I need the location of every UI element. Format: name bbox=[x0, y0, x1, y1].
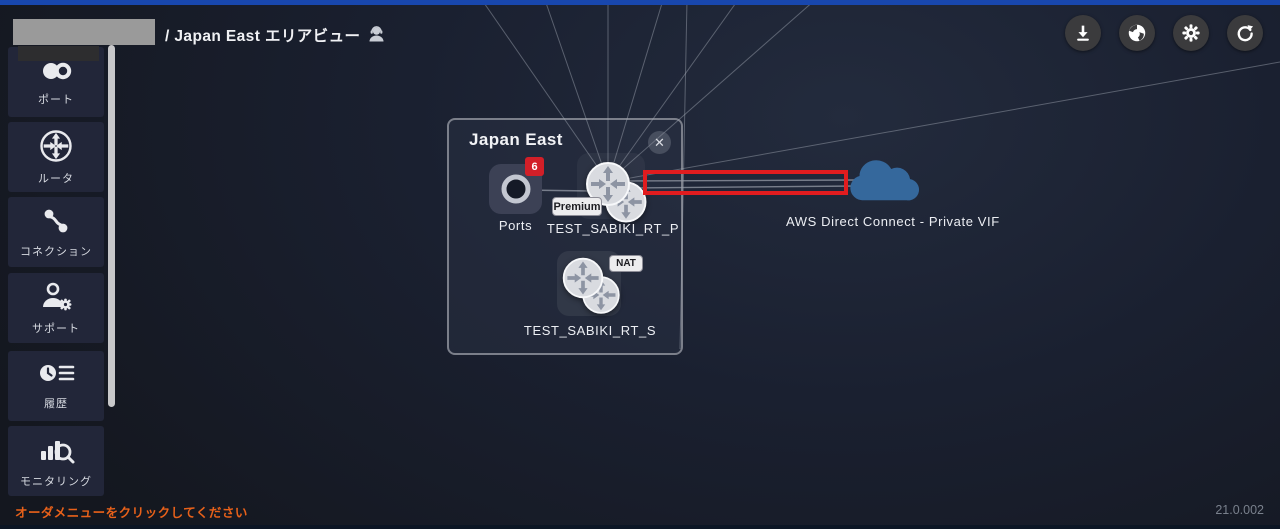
sidebar-item-support[interactable]: サポート bbox=[8, 273, 104, 343]
gear-icon bbox=[1182, 24, 1200, 42]
header-toolbar bbox=[1065, 15, 1263, 51]
sidebar-item-label: ルータ bbox=[38, 172, 74, 185]
version-text: 21.0.002 bbox=[1215, 503, 1264, 517]
breadcrumb: / Japan East エリアビュー bbox=[165, 28, 361, 45]
redacted-tenant-name bbox=[13, 19, 155, 45]
sidebar-item-label: サポート bbox=[32, 322, 80, 335]
order-menu-hint: オーダメニューをクリックしてください bbox=[15, 506, 248, 520]
router-icon bbox=[40, 129, 72, 162]
area-panel-japan-east bbox=[447, 118, 683, 355]
router-secondary-label: TEST_SABIKI_RT_S bbox=[523, 323, 657, 338]
sidebar-item-history[interactable]: 履歴 bbox=[8, 351, 104, 421]
history-icon bbox=[40, 364, 75, 381]
annotation-highlight-rect bbox=[643, 170, 848, 195]
sidebar-item-label: モニタリング bbox=[20, 475, 92, 488]
panel-title: Japan East bbox=[469, 130, 563, 149]
sidebar: ポート ルータ コネクション bbox=[0, 40, 120, 510]
download-icon bbox=[1077, 25, 1089, 41]
globe-button[interactable] bbox=[1119, 15, 1155, 51]
nat-badge: NAT bbox=[609, 255, 643, 272]
monitoring-icon bbox=[41, 440, 75, 463]
sidebar-item-connection[interactable]: コネクション bbox=[8, 197, 104, 267]
aws-cloud-icon[interactable] bbox=[841, 152, 929, 213]
panel-close-button[interactable]: ✕ bbox=[648, 131, 671, 154]
refresh-button[interactable] bbox=[1227, 15, 1263, 51]
sidebar-item-router[interactable]: ルータ bbox=[8, 122, 104, 192]
sidebar-item-label: ポート bbox=[38, 93, 74, 106]
bottom-edge-bar bbox=[0, 525, 1280, 529]
sidebar-item-monitoring[interactable]: モニタリング bbox=[8, 426, 104, 496]
connection-icon bbox=[44, 209, 68, 232]
premium-badge: Premium bbox=[552, 197, 602, 216]
download-button[interactable] bbox=[1065, 15, 1101, 51]
router-primary-label: TEST_SABIKI_RT_P bbox=[546, 221, 680, 236]
sidebar-item-label: 履歴 bbox=[44, 397, 68, 410]
top-accent-bar bbox=[0, 0, 1280, 5]
refresh-icon bbox=[1237, 25, 1254, 42]
sidebar-item-label: コネクション bbox=[20, 245, 92, 258]
port-ring-icon bbox=[501, 174, 530, 204]
cloud-label: AWS Direct Connect - Private VIF bbox=[786, 214, 1000, 229]
ports-count-badge: 6 bbox=[525, 157, 544, 176]
sidebar-scrollbar[interactable] bbox=[108, 45, 115, 407]
support-agent-icon bbox=[366, 23, 387, 49]
redacted-label bbox=[18, 46, 99, 61]
ports-icon bbox=[43, 62, 72, 79]
ports-node-label: Ports bbox=[498, 218, 533, 233]
settings-button[interactable] bbox=[1173, 15, 1209, 51]
support-icon bbox=[43, 282, 72, 310]
globe-icon bbox=[1128, 24, 1146, 42]
